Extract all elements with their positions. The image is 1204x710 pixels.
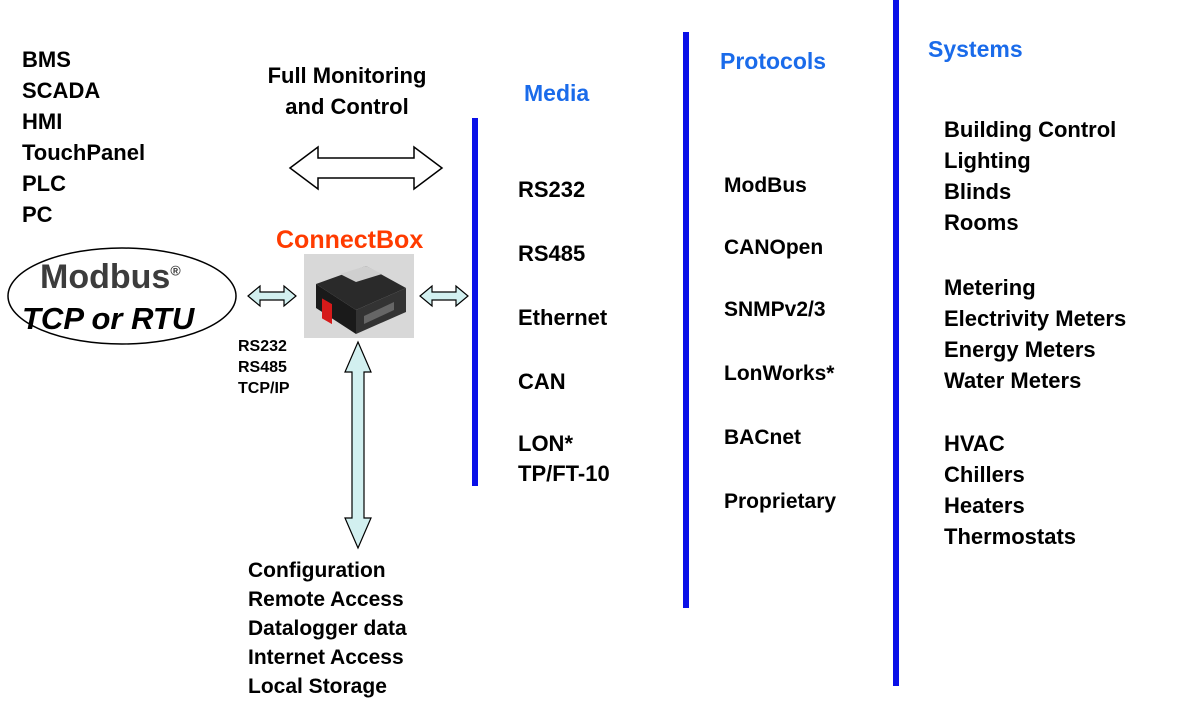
service-item: Remote Access bbox=[248, 588, 404, 611]
modbus-oval bbox=[7, 247, 237, 345]
services-list: Configuration Remote Access Datalogger d… bbox=[248, 556, 407, 701]
system-item: Electrivity Meters bbox=[944, 306, 1127, 331]
media-divider bbox=[472, 118, 478, 486]
system-item: Chillers bbox=[944, 462, 1025, 487]
protocol-item: Proprietary bbox=[724, 490, 837, 513]
client-item: SCADA bbox=[22, 78, 101, 103]
system-item: Lighting bbox=[944, 148, 1031, 173]
media-item: RS485 bbox=[518, 241, 586, 266]
modbus-registered-mark: ® bbox=[170, 262, 181, 279]
interface-item: TCP/IP bbox=[238, 380, 290, 397]
media-item: CAN bbox=[518, 369, 566, 394]
client-item: PC bbox=[22, 202, 53, 227]
protocol-item: LonWorks* bbox=[724, 362, 835, 385]
interface-item: RS485 bbox=[238, 359, 287, 376]
protocol-item: SNMPv2/3 bbox=[724, 298, 826, 321]
system-item: Water Meters bbox=[944, 368, 1082, 393]
system-item: Blinds bbox=[944, 179, 1012, 204]
service-item: Local Storage bbox=[248, 675, 387, 698]
modbus-link-arrow bbox=[247, 284, 297, 308]
services-link-arrow bbox=[344, 340, 372, 550]
media-item: TP/FT-10 bbox=[518, 461, 610, 486]
system-item: Heaters bbox=[944, 493, 1025, 518]
client-list: BMS SCADA HMI TouchPanel PLC PC bbox=[22, 44, 145, 230]
system-item: Thermostats bbox=[944, 524, 1077, 549]
monitoring-line: and Control bbox=[285, 94, 409, 119]
connectbox-label: ConnectBox bbox=[276, 226, 424, 254]
modbus-logo-word: Modbus bbox=[40, 258, 171, 296]
client-item: PLC bbox=[22, 171, 66, 196]
service-item: Internet Access bbox=[248, 646, 404, 669]
media-item: Ethernet bbox=[518, 305, 608, 330]
media-item: RS232 bbox=[518, 177, 586, 202]
media-link-arrow bbox=[419, 284, 469, 308]
protocols-title: Protocols bbox=[720, 48, 827, 74]
systems-group-metering: Metering Electrivity Meters Energy Meter… bbox=[944, 272, 1126, 396]
monitoring-label: Full Monitoring and Control bbox=[222, 60, 472, 122]
monitoring-line: Full Monitoring bbox=[267, 63, 427, 88]
systems-divider bbox=[893, 0, 899, 686]
media-item: LON* bbox=[518, 431, 573, 456]
interface-item: RS232 bbox=[238, 338, 287, 355]
service-item: Configuration bbox=[248, 559, 386, 582]
system-item: Building Control bbox=[944, 117, 1117, 142]
media-title: Media bbox=[524, 80, 590, 106]
systems-title: Systems bbox=[928, 36, 1023, 62]
client-item: TouchPanel bbox=[22, 140, 146, 165]
systems-group-hvac: HVAC Chillers Heaters Thermostats bbox=[944, 428, 1076, 552]
protocol-item: CANOpen bbox=[724, 236, 824, 259]
system-item: Metering bbox=[944, 275, 1036, 300]
monitoring-double-arrow bbox=[288, 145, 444, 191]
client-item: BMS bbox=[22, 47, 71, 72]
service-item: Datalogger data bbox=[248, 617, 407, 640]
connectbox-device-image bbox=[304, 254, 414, 338]
modbus-interfaces: RS232 RS485 TCP/IP bbox=[238, 336, 290, 399]
protocol-item: BACnet bbox=[724, 426, 801, 449]
modbus-logo: Modbus® TCP or RTU bbox=[6, 246, 238, 346]
protocols-divider bbox=[683, 32, 689, 608]
system-item: Energy Meters bbox=[944, 337, 1096, 362]
device-illustration bbox=[304, 254, 414, 338]
protocol-item: ModBus bbox=[724, 174, 807, 197]
client-item: HMI bbox=[22, 109, 63, 134]
modbus-logo-sub: TCP or RTU bbox=[22, 301, 195, 336]
system-item: HVAC bbox=[944, 431, 1005, 456]
systems-group-building: Building Control Lighting Blinds Rooms bbox=[944, 114, 1116, 238]
system-item: Rooms bbox=[944, 210, 1019, 235]
